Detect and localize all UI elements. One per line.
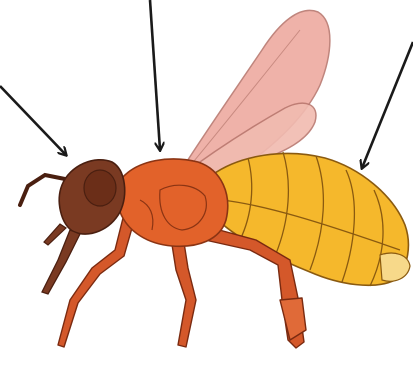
compound-eye [84,170,116,206]
thorax-body [117,159,227,246]
thorax [117,159,227,246]
head [20,160,125,294]
arrow-to-abdomen [362,42,413,168]
arrow-to-thorax [150,0,160,150]
abdomen [207,152,410,286]
middle-leg [170,230,196,347]
abdomen-tip [380,253,410,281]
arrow-to-head [0,86,66,155]
mouthpart [44,224,66,245]
